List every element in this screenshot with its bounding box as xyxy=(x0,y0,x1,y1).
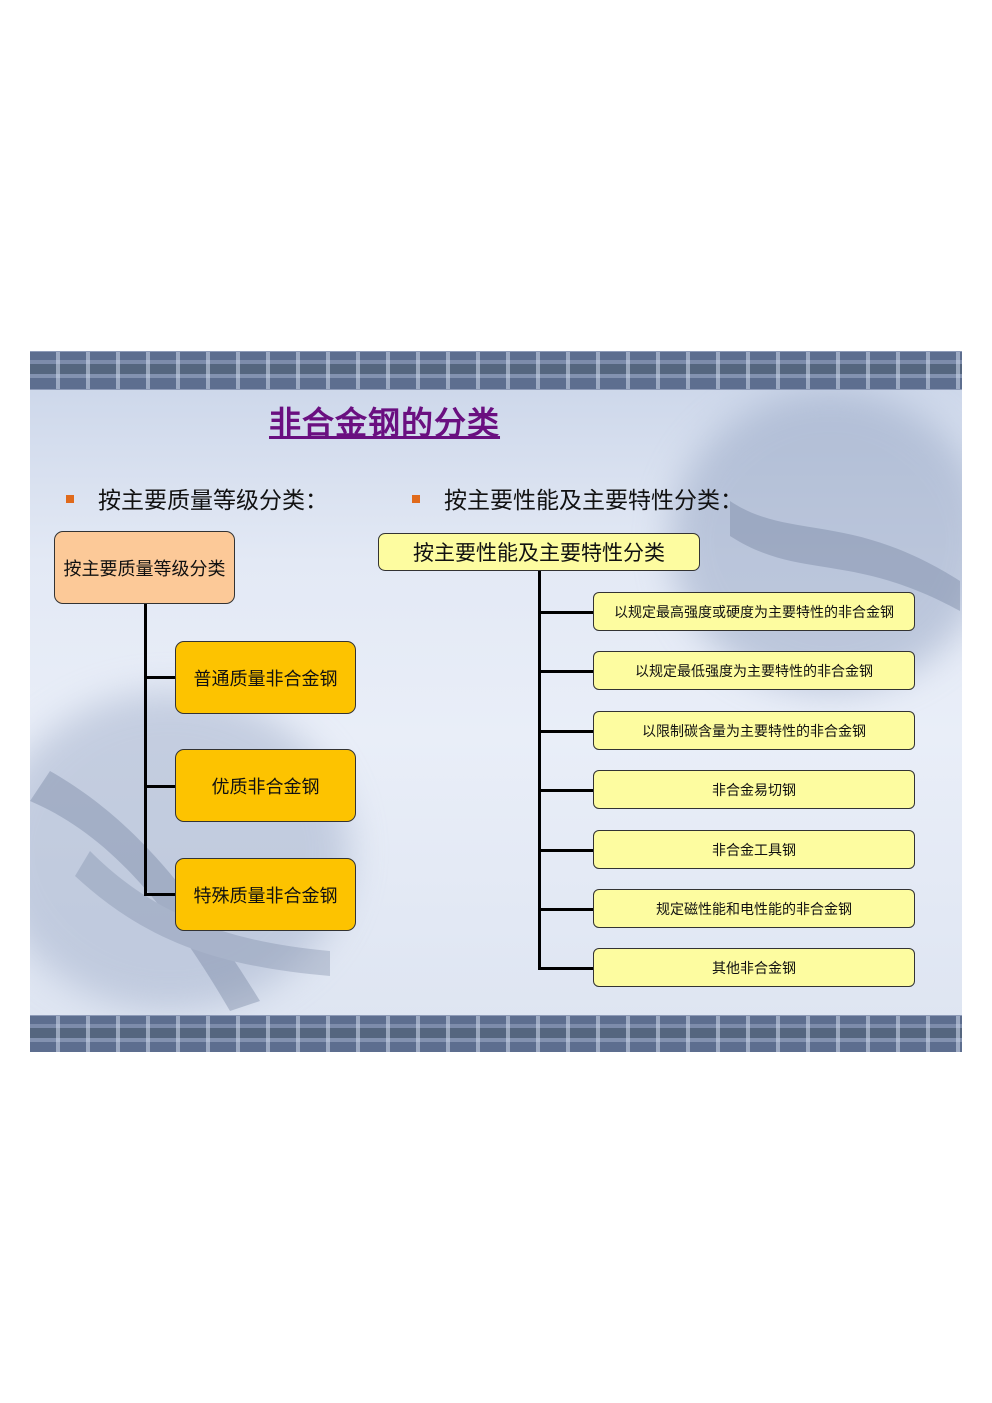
stone-wall-top-border xyxy=(30,351,962,390)
bullet-square-icon xyxy=(412,495,420,503)
right-tree-node: 规定磁性能和电性能的非合金钢 xyxy=(593,889,915,928)
right-tree-node: 其他非合金钢 xyxy=(593,948,915,987)
left-tree-trunk xyxy=(144,604,147,894)
right-tree-branch-5 xyxy=(538,849,593,852)
bullet-text: 按主要质量等级分类： xyxy=(98,488,328,514)
right-tree-node: 非合金易切钢 xyxy=(593,770,915,809)
slide: 非合金钢的分类 按主要质量等级分类： 按主要性能及主要特性分类： 按主要质量等级… xyxy=(30,351,962,1052)
right-tree-node: 非合金工具钢 xyxy=(593,830,915,869)
stone-wall-bottom-border xyxy=(30,1015,962,1052)
bullet-square-icon xyxy=(66,495,74,503)
bullet-text: 按主要性能及主要特性分类： xyxy=(444,488,743,514)
bullet-performance: 按主要性能及主要特性分类： xyxy=(412,481,743,515)
right-tree-trunk xyxy=(538,571,541,969)
right-tree-node: 以限制碳含量为主要特性的非合金钢 xyxy=(593,711,915,750)
right-tree-branch-6 xyxy=(538,908,593,911)
left-tree-branch-1 xyxy=(144,676,175,679)
left-tree-node: 优质非合金钢 xyxy=(175,749,356,822)
right-tree-node: 以规定最低强度为主要特性的非合金钢 xyxy=(593,651,915,690)
left-tree-node: 普通质量非合金钢 xyxy=(175,641,356,714)
right-tree-branch-3 xyxy=(538,730,593,733)
bullet-quality-grade: 按主要质量等级分类： xyxy=(66,481,328,515)
slide-title: 非合金钢的分类 xyxy=(269,404,501,442)
right-tree-branch-7 xyxy=(538,967,593,970)
background-great-wall xyxy=(30,501,960,1011)
left-tree-node: 特殊质量非合金钢 xyxy=(175,858,356,931)
right-tree-branch-2 xyxy=(538,670,593,673)
right-tree-branch-1 xyxy=(538,611,593,614)
left-tree-branch-3 xyxy=(144,893,175,896)
right-tree-root: 按主要性能及主要特性分类 xyxy=(378,533,700,571)
right-tree-branch-4 xyxy=(538,789,593,792)
background-cloud-left xyxy=(30,691,350,1011)
left-tree-branch-2 xyxy=(144,785,175,788)
background-cloud-right xyxy=(670,391,962,691)
right-tree-node: 以规定最高强度或硬度为主要特性的非合金钢 xyxy=(593,592,915,631)
left-tree-root: 按主要质量等级分类 xyxy=(54,531,235,604)
